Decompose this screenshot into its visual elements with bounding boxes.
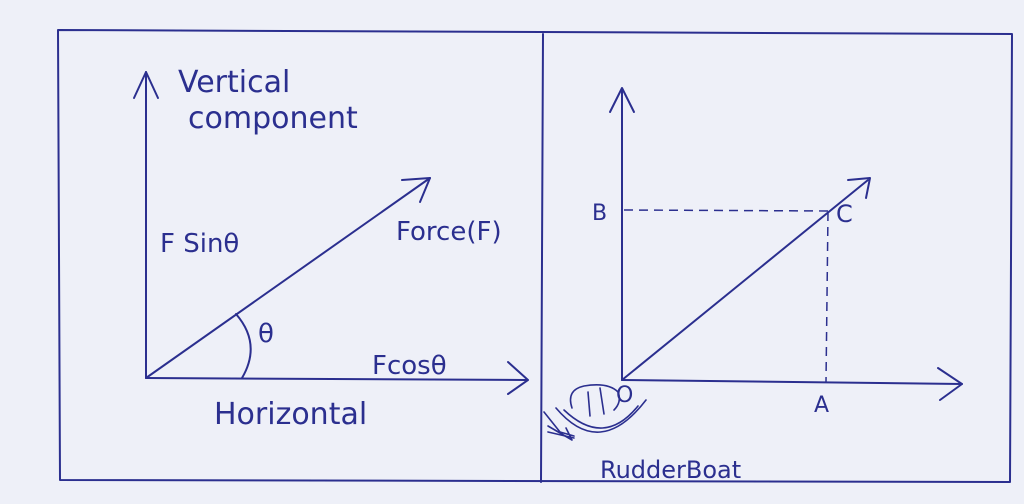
- projection-c-to-a: [825, 211, 829, 383]
- right-horizontal-axis: [621, 379, 963, 385]
- point-o-label: O: [616, 383, 633, 408]
- left-horizontal-arrowhead: [507, 361, 529, 395]
- resultant-vector: [621, 179, 869, 381]
- resultant-arrowhead: [847, 177, 871, 199]
- projection-b-to-c: [623, 209, 833, 212]
- point-a-label: A: [814, 393, 829, 418]
- panel-divider: [540, 33, 544, 483]
- force-vector: [145, 177, 431, 379]
- vertical-axis-label-line2: component: [188, 101, 358, 136]
- angle-arc: [235, 313, 252, 379]
- right-panel: B C O A RudderBoat: [543, 87, 963, 484]
- point-c-label: C: [836, 200, 853, 228]
- vertical-component-label: F Sinθ: [160, 229, 239, 259]
- force-label: Force(F): [396, 217, 502, 247]
- vertical-axis-label-line1: Vertical: [178, 65, 290, 100]
- rudder-boat-icon: [543, 384, 647, 441]
- left-panel: Vertical component F Sinθ Force(F) θ Fco…: [133, 65, 529, 432]
- left-vertical-arrowhead: [133, 71, 159, 99]
- point-b-label: B: [592, 201, 607, 226]
- angle-label: θ: [258, 319, 274, 349]
- horizontal-component-label: Fcosθ: [372, 351, 447, 381]
- boat-label: RudderBoat: [600, 456, 741, 484]
- right-vertical-arrowhead: [609, 87, 635, 113]
- horizontal-axis-label: Horizontal: [214, 397, 367, 432]
- outer-frame: [57, 29, 1013, 483]
- force-arrowhead: [401, 177, 431, 203]
- right-horizontal-arrowhead: [937, 367, 963, 401]
- left-horizontal-axis: [145, 377, 527, 381]
